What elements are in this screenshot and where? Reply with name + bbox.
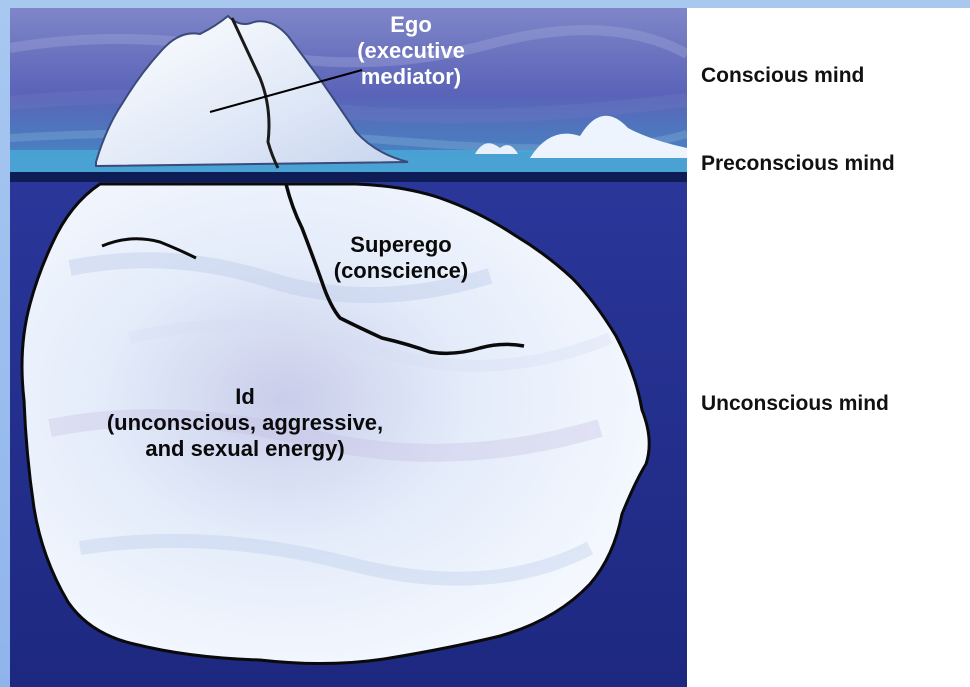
id-subtitle-2: and sexual energy) (30, 436, 460, 462)
superego-label: Superego (conscience) (316, 232, 486, 284)
ego-subtitle-1: (executive (306, 38, 516, 64)
preconscious-mind-label: Preconscious mind (701, 152, 895, 176)
mind-levels-panel: Conscious mind Preconscious mind Unconsc… (687, 8, 970, 687)
id-subtitle-1: (unconscious, aggressive, (30, 410, 460, 436)
iceberg-svg (10, 8, 687, 687)
ego-label: Ego (executive mediator) (306, 12, 516, 90)
id-title: Id (30, 384, 460, 410)
waterline (10, 172, 687, 182)
ego-title: Ego (306, 12, 516, 38)
superego-title: Superego (316, 232, 486, 258)
unconscious-mind-label: Unconscious mind (701, 392, 889, 416)
conscious-mind-label: Conscious mind (701, 64, 864, 88)
ego-subtitle-2: mediator) (306, 64, 516, 90)
iceberg-illustration: Ego (executive mediator) Superego (consc… (10, 8, 687, 687)
id-label: Id (unconscious, aggressive, and sexual … (30, 384, 460, 462)
superego-subtitle: (conscience) (316, 258, 486, 284)
